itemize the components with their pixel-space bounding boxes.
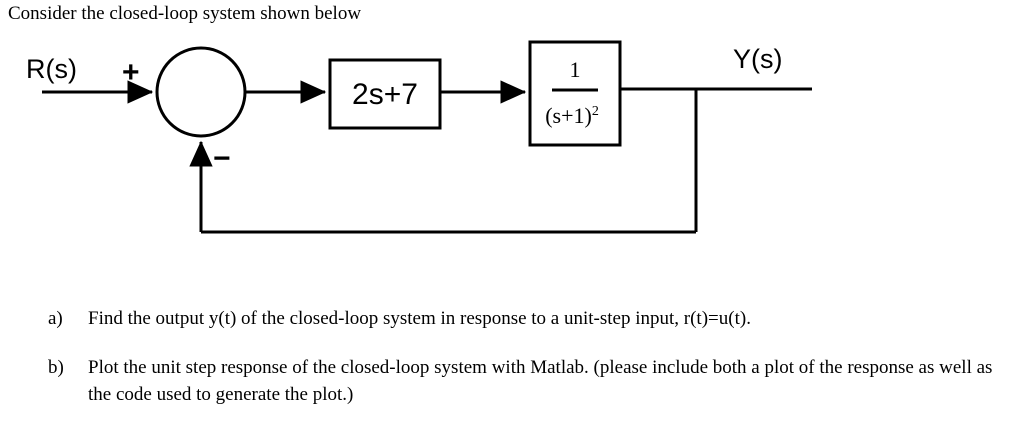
input-signal-label: R(s): [26, 54, 77, 84]
question-item-a: a) Find the output y(t) of the closed-lo…: [0, 305, 1024, 332]
summing-junction: [155, 46, 247, 138]
plant-denominator-exponent: 2: [592, 104, 599, 119]
controller-block-label: 2s+7: [352, 78, 418, 111]
plant-denominator: (s+1)2: [545, 103, 599, 128]
output-signal-label: Y(s): [733, 44, 783, 74]
plant-numerator: 1: [570, 57, 581, 82]
questions-list: a) Find the output y(t) of the closed-lo…: [0, 305, 1024, 430]
summing-junction-minus-sign: −: [213, 142, 231, 175]
question-marker-b: b): [48, 357, 64, 378]
page-heading: Consider the closed-loop system shown be…: [8, 3, 362, 24]
block-diagram: R(s) + 2s+7 1 (s+1)2 Y(s) −: [0, 28, 1024, 258]
plant-block: [528, 40, 622, 147]
block-diagram-svg: R(s) + 2s+7 1 (s+1)2 Y(s) −: [26, 40, 812, 234]
question-item-b: b) Plot the unit step response of the cl…: [0, 354, 1024, 408]
plant-denominator-base: (s+1): [545, 103, 592, 128]
question-text-a: Find the output y(t) of the closed-loop …: [88, 308, 751, 329]
question-text-b: Plot the unit step response of the close…: [88, 357, 993, 405]
controller-block: [328, 58, 442, 130]
question-marker-a: a): [48, 308, 63, 329]
summing-junction-plus-sign: +: [122, 56, 140, 89]
